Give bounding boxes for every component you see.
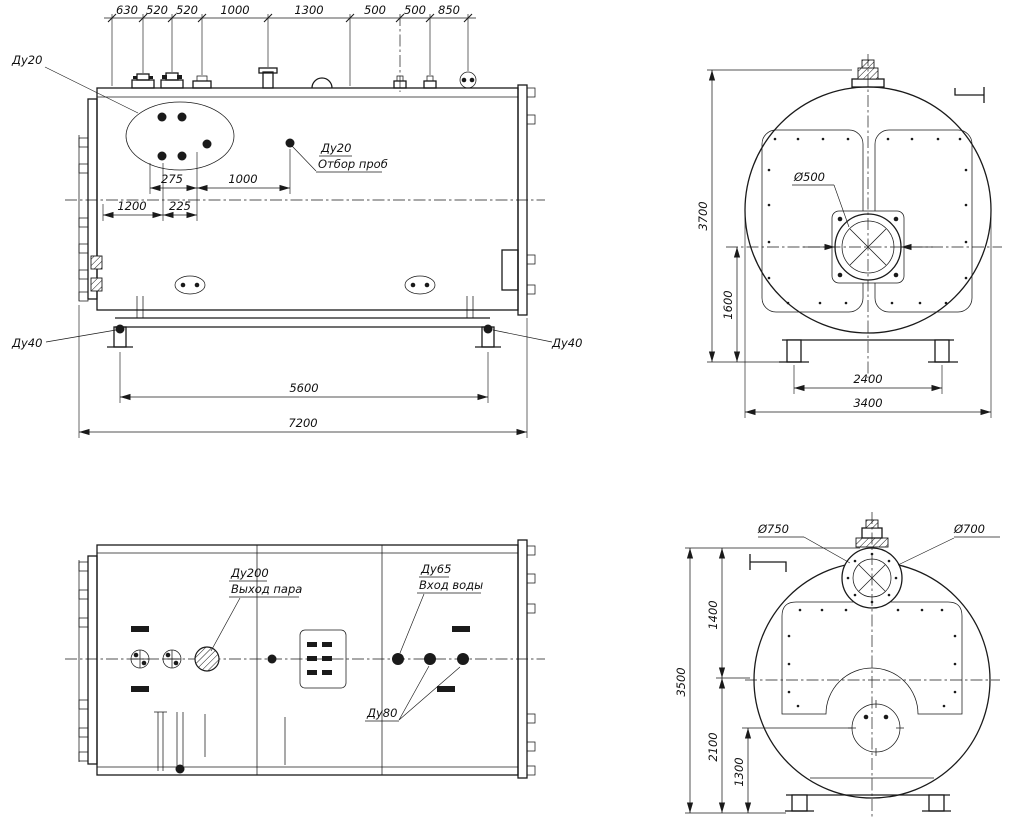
- dim-500a: 500: [364, 3, 386, 17]
- rear-centerlines: [745, 512, 1000, 818]
- rear-texts: Ø750 Ø700 3500 1400 2100 1300: [674, 522, 985, 787]
- dim-1200: 1200: [117, 199, 146, 213]
- side-top-nozzles: [131, 67, 477, 89]
- label-sample-line: Отбор проб: [318, 157, 388, 171]
- rear-view: Ø750 Ø700 3500 1400 2100 1300: [674, 512, 1000, 818]
- rear-casing-arch: [781, 601, 963, 715]
- side-centerlines: [65, 14, 545, 201]
- dim-1000-top: 1000: [220, 3, 249, 17]
- front-d500-callout: [792, 184, 933, 251]
- dim-520b: 520: [176, 3, 198, 17]
- side-dimension-chain: [104, 13, 476, 86]
- label-du40-right: Ду40: [551, 336, 582, 350]
- dim-3400: 3400: [853, 396, 882, 410]
- label-water-inlet: Вход воды: [419, 578, 483, 592]
- rear-dimensions: [685, 547, 860, 814]
- dim-630: 630: [116, 3, 138, 17]
- front-side-pipe: [954, 87, 985, 103]
- dim-7200: 7200: [288, 416, 317, 430]
- front-dimensions: [707, 69, 992, 418]
- dim-d750: Ø750: [757, 522, 789, 536]
- dim-1300: 1300: [732, 757, 746, 786]
- side-view: 630 520 520 1000 1300 500 500 850 Ду20 2…: [11, 3, 582, 438]
- dim-3700: 3700: [696, 201, 710, 230]
- dim-d500: Ø500: [793, 170, 825, 184]
- side-leaders: [44, 66, 553, 343]
- side-inner-dimensions: [78, 149, 528, 438]
- plan-nozzles: [130, 626, 470, 692]
- label-du200: Ду200: [230, 566, 269, 580]
- side-handholes: [174, 275, 436, 295]
- rear-side-pipe: [749, 554, 787, 572]
- dim-1300: 1300: [294, 3, 323, 17]
- dim-275: 275: [161, 172, 183, 186]
- front-supports: [779, 339, 958, 363]
- side-texts: 630 520 520 1000 1300 500 500 850 Ду20 2…: [11, 3, 582, 430]
- label-du80: Ду80: [366, 706, 397, 720]
- dim-d700: Ø700: [953, 522, 985, 536]
- label-du20-sample: Ду20: [320, 141, 351, 155]
- dim-2400: 2400: [853, 372, 882, 386]
- front-view: Ø500 3700 1600 2400 3400: [696, 54, 1002, 418]
- front-texts: Ø500 3700 1600 2400 3400: [696, 170, 883, 410]
- plan-leaders: [210, 576, 481, 722]
- dim-5600: 5600: [289, 381, 318, 395]
- dim-3500: 3500: [674, 667, 688, 696]
- dim-225: 225: [169, 199, 191, 213]
- dim-850: 850: [438, 3, 460, 17]
- plan-shell-outline: [78, 539, 536, 779]
- rear-callouts: [758, 536, 1000, 566]
- dim-520a: 520: [146, 3, 168, 17]
- plan-bottom-pipes: [154, 711, 286, 774]
- plan-texts: Ду200 Выход пара Ду65 Вход воды Ду80: [230, 562, 483, 720]
- side-base-skid: [107, 296, 501, 348]
- rear-supports: [785, 777, 951, 812]
- label-du20: Ду20: [11, 53, 42, 67]
- dim-1400: 1400: [706, 600, 720, 629]
- side-manhole-holes: [125, 101, 295, 171]
- label-steam-outlet: Выход пара: [231, 582, 302, 596]
- label-du40-left: Ду40: [11, 336, 42, 350]
- dim-1600: 1600: [721, 290, 735, 319]
- dim-2100: 2100: [706, 732, 720, 761]
- label-du65: Ду65: [420, 562, 451, 576]
- dim-500b: 500: [404, 3, 426, 17]
- rear-lower-manhole: [848, 700, 904, 756]
- front-centerlines: [726, 54, 1002, 378]
- dim-1000: 1000: [228, 172, 257, 186]
- plan-view: Ду200 Выход пара Ду65 Вход воды Ду80: [65, 539, 545, 779]
